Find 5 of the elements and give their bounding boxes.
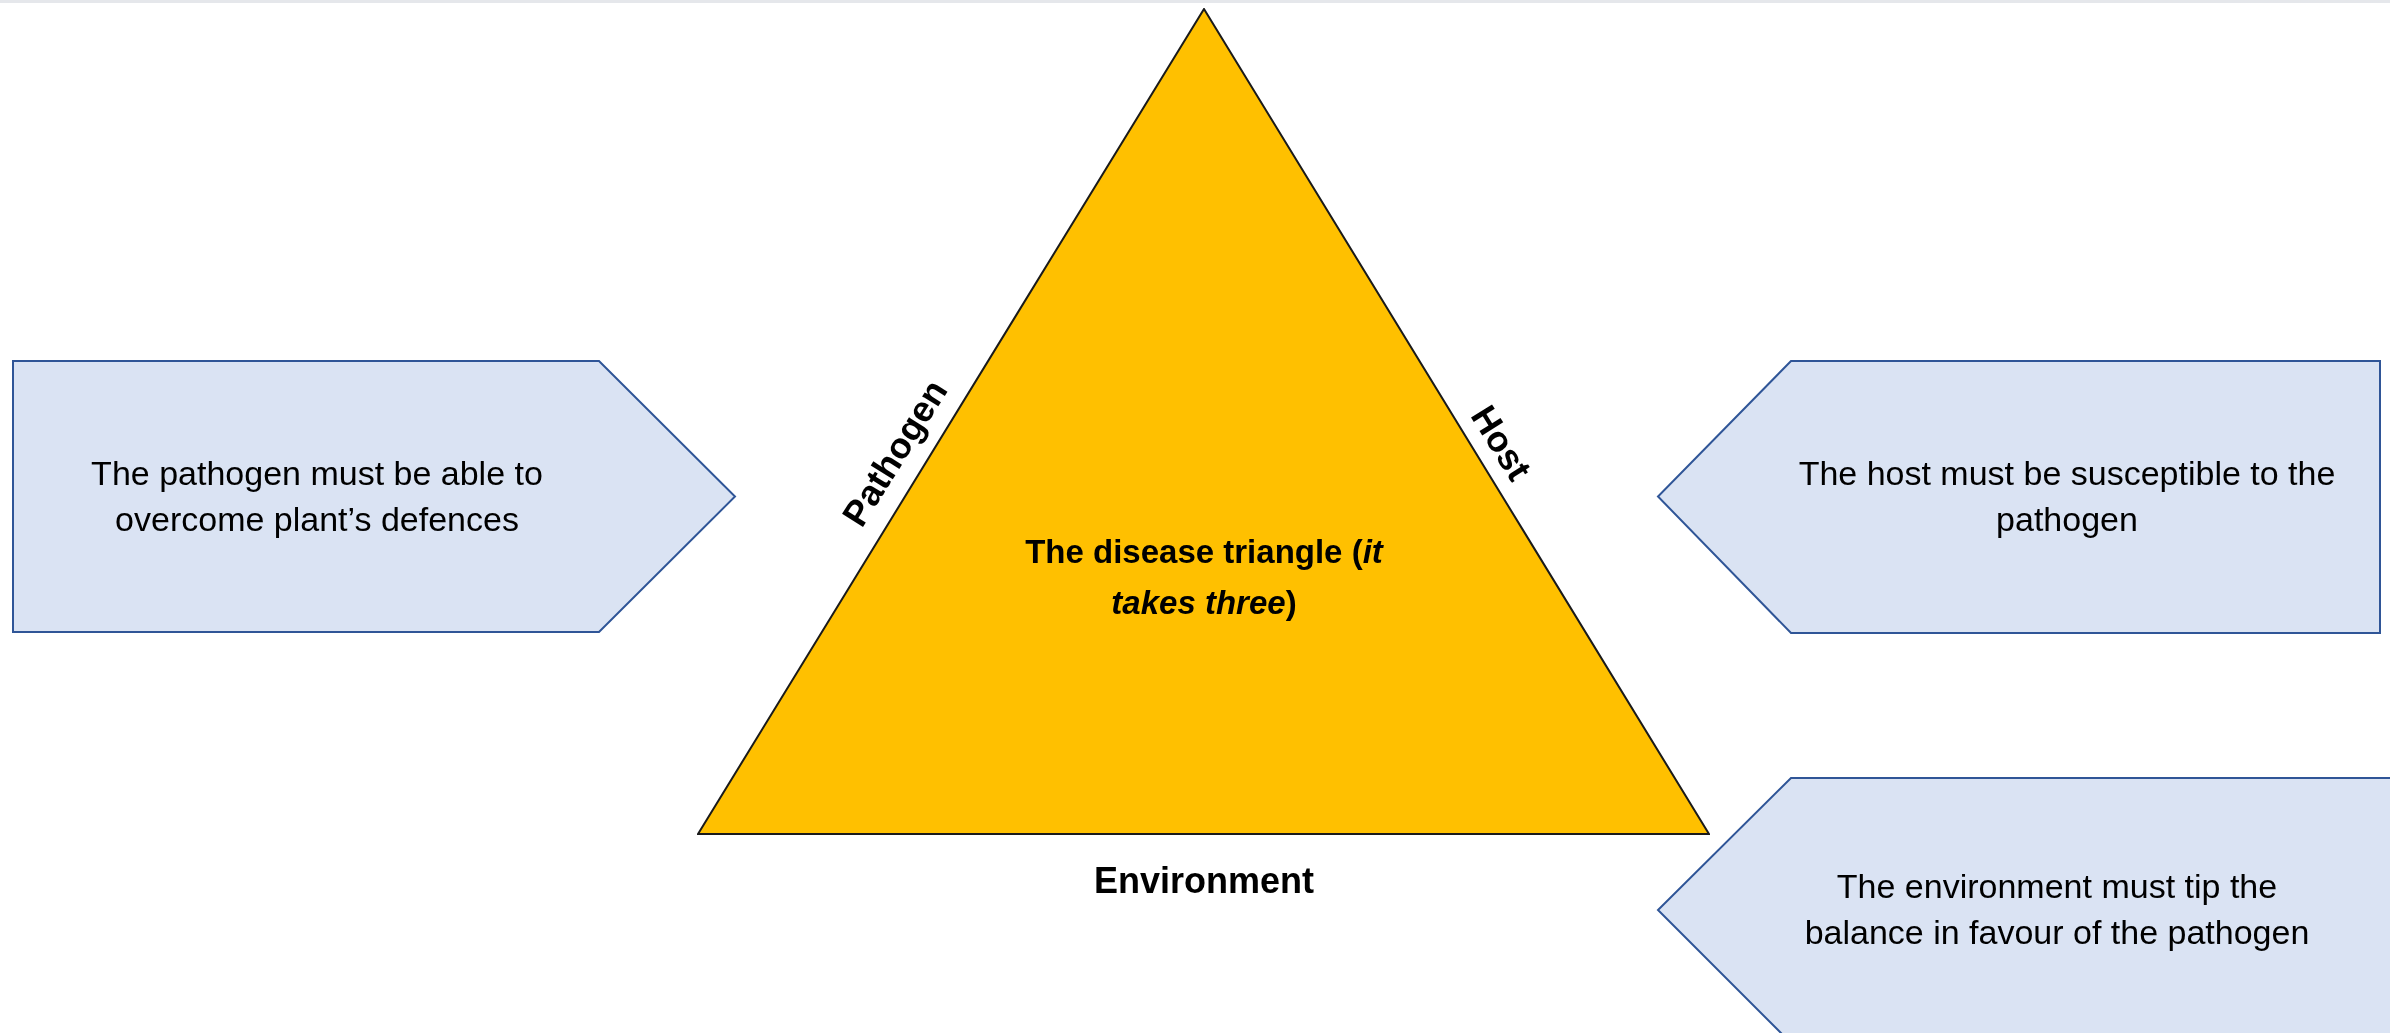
side-label: Environment [1094, 859, 1314, 903]
callout-text: The environment must tip the balance in favour of the pathogen [1803, 866, 2311, 953]
callout-text: The host must be susceptible to the pathogen [1797, 452, 2337, 540]
triangle-title: The disease triangle (it takes three) [1024, 532, 1385, 624]
callout-text: The pathogen must be able to overcome plant’s defences [90, 452, 544, 540]
